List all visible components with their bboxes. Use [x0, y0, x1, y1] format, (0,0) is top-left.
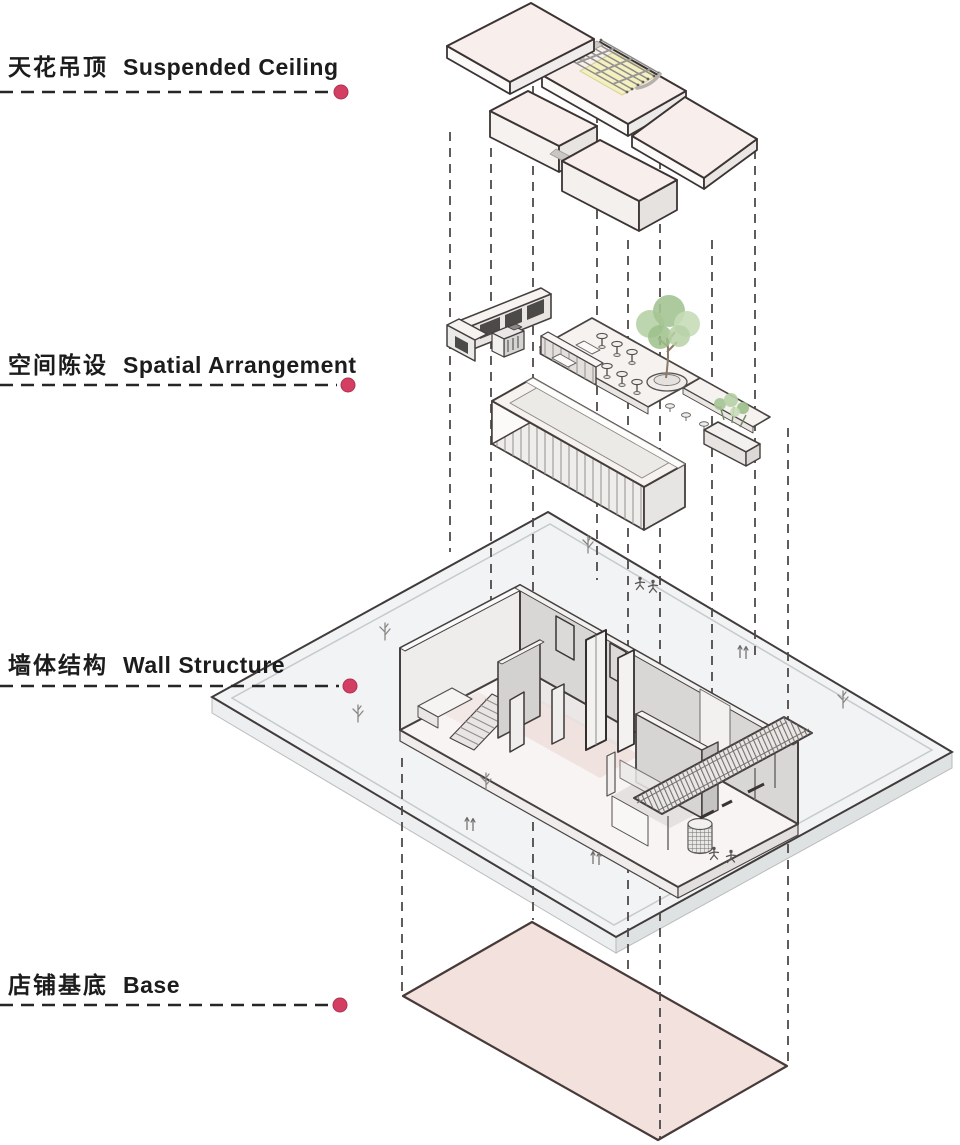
skylight-grille	[558, 38, 662, 96]
leader-dot-furnishing	[340, 377, 356, 393]
label-base: 店铺基底 Base	[8, 966, 180, 1000]
leader-dot-base	[332, 997, 348, 1013]
ceiling-box-2	[561, 139, 678, 232]
long-bar-counter	[491, 377, 686, 531]
label-base-en: Base	[123, 972, 180, 998]
label-wall-structure-zh: 墙体结构	[8, 652, 108, 678]
ceiling-layer-drawing	[446, 2, 758, 232]
label-spatial-arrangement-zh: 空间陈设	[8, 352, 108, 378]
base-layer-drawing	[401, 920, 789, 1142]
entrance-roof	[633, 716, 813, 815]
side-planter	[703, 393, 761, 467]
label-suspended-ceiling: 天花吊顶 Suspended Ceiling	[8, 48, 339, 82]
l-shelf	[446, 287, 552, 362]
label-base-zh: 店铺基底	[8, 972, 108, 998]
ceiling-slab-a	[446, 2, 595, 95]
leader-dots	[332, 84, 358, 1013]
barrel	[687, 817, 713, 855]
tree-planter	[636, 295, 700, 392]
leader-dot-walls	[342, 678, 358, 694]
label-spatial-arrangement: 空间陈设 Spatial Arrangement	[8, 346, 357, 380]
leader-lines	[0, 90, 339, 1007]
ceiling-right-slab	[631, 96, 758, 190]
wall-layer-drawing	[352, 535, 849, 899]
label-suspended-ceiling-en: Suspended Ceiling	[123, 54, 339, 80]
base-plate	[401, 920, 789, 1142]
label-spatial-arrangement-en: Spatial Arrangement	[123, 352, 357, 378]
display-cases	[585, 629, 635, 753]
label-wall-structure-en: Wall Structure	[123, 652, 286, 678]
coffee-machine	[491, 323, 525, 358]
label-suspended-ceiling-zh: 天花吊顶	[8, 54, 108, 80]
leader-dot-ceiling	[333, 84, 349, 100]
furnishing-layer-drawing	[446, 287, 771, 531]
label-wall-structure: 墙体结构 Wall Structure	[8, 646, 285, 680]
